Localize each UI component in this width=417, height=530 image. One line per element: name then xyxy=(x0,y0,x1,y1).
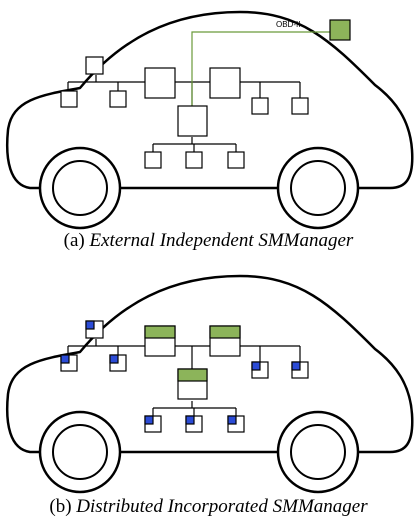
ecu-box xyxy=(227,151,245,169)
caption-a-prefix: (a) xyxy=(63,230,85,251)
ecu-with-manager xyxy=(85,320,104,339)
ecu-box xyxy=(60,90,78,108)
ecu-with-manager xyxy=(251,361,269,379)
network-b xyxy=(60,320,309,433)
car-a-rear-wheel-inner xyxy=(290,160,346,216)
ecu-box xyxy=(185,151,203,169)
gateway-box xyxy=(209,67,241,99)
caption-a-title: External Independent SMManager xyxy=(89,230,354,251)
ecu-box xyxy=(109,90,127,108)
obd-link xyxy=(191,31,330,106)
ecu-box xyxy=(251,97,269,115)
ecu-with-manager xyxy=(185,415,203,433)
car-b-rear-wheel-inner xyxy=(290,424,346,480)
gateway-with-manager xyxy=(177,368,208,400)
ecu-with-manager xyxy=(109,354,127,372)
gateway-with-manager xyxy=(144,325,176,357)
ecu-box xyxy=(85,56,104,75)
ecu-with-manager xyxy=(60,354,78,372)
car-a xyxy=(6,10,414,230)
caption-b-prefix: (b) xyxy=(49,496,72,517)
car-b xyxy=(6,274,414,494)
caption-a: (a) External Independent SMManager xyxy=(0,230,417,252)
external-smmanager-box xyxy=(329,19,351,41)
gateway-box xyxy=(177,105,208,137)
caption-b: (b) Distributed Incorporated SMManager xyxy=(0,496,417,518)
ecu-with-manager xyxy=(291,361,309,379)
ecu-with-manager xyxy=(227,415,245,433)
ecu-box xyxy=(144,151,162,169)
gateway-box xyxy=(144,67,176,99)
ecu-with-manager xyxy=(144,415,162,433)
network-a xyxy=(60,19,351,169)
gateway-with-manager xyxy=(209,325,241,357)
caption-b-title: Distributed Incorporated SMManager xyxy=(76,496,368,517)
obd-ii-label: OBD-II xyxy=(276,20,300,29)
ecu-box xyxy=(291,97,309,115)
car-a-front-wheel-inner xyxy=(52,160,108,216)
car-b-front-wheel-inner xyxy=(52,424,108,480)
